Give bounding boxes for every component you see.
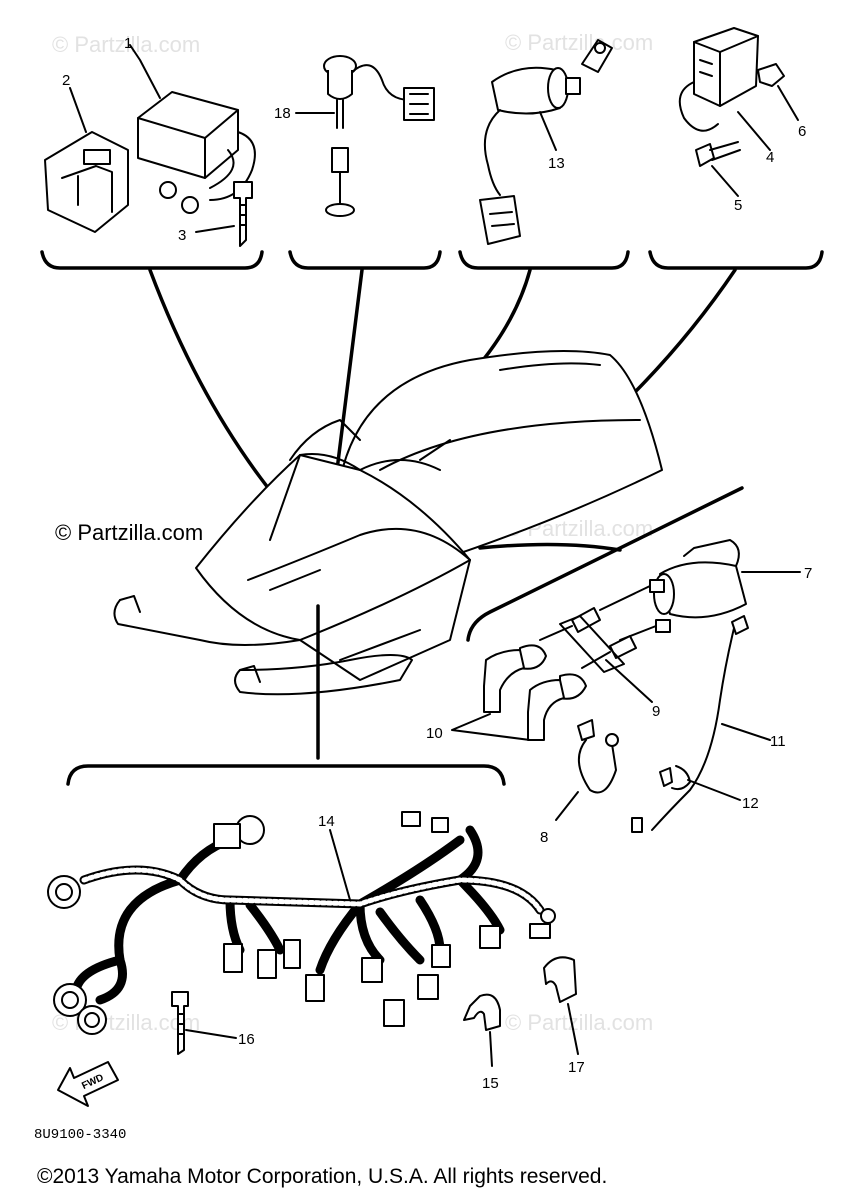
leader-8	[555, 791, 579, 821]
bracket-group-4	[648, 250, 824, 270]
watermark-main: © Partzilla.com	[55, 520, 203, 545]
leader-14	[329, 829, 351, 901]
leader-15	[489, 1031, 493, 1067]
clamp-17	[543, 956, 577, 1003]
cable-tie-16	[171, 991, 189, 1055]
leader-2	[69, 87, 87, 133]
drawing-code: 8U9100-3340	[34, 1127, 126, 1143]
bracket-harness	[66, 764, 506, 786]
label-4: 4	[766, 149, 774, 166]
label-13: 13	[548, 155, 565, 172]
label-9: 9	[652, 703, 660, 720]
leader-12	[687, 779, 741, 801]
wire-harness	[47, 811, 556, 1035]
bracket-group-1	[40, 250, 264, 270]
leader-6	[777, 85, 799, 121]
label-3: 3	[178, 227, 186, 244]
label-1: 1	[124, 35, 132, 52]
bracket-group-2	[288, 250, 442, 270]
leader-17	[567, 1003, 579, 1055]
label-18: 18	[274, 105, 291, 122]
label-2: 2	[62, 72, 70, 89]
label-6: 6	[798, 123, 806, 140]
snowmobile-body	[113, 350, 663, 696]
watermark-top-left: © Partzilla.com	[52, 32, 200, 57]
label-8: 8	[540, 829, 548, 846]
label-7: 7	[804, 565, 812, 582]
leader-13	[539, 111, 557, 151]
leader-11	[721, 723, 771, 741]
watermark-top-right: © Partzilla.com	[505, 30, 653, 55]
pointer-right	[478, 542, 622, 552]
label-11: 11	[770, 733, 786, 750]
clamp-15	[463, 993, 501, 1031]
copyright-notice: ©2013 Yamaha Motor Corporation, U.S.A. A…	[37, 1165, 607, 1188]
regulator-group	[678, 27, 785, 167]
watermark-bottom-right: © Partzilla.com	[505, 1010, 653, 1035]
label-10: 10	[426, 725, 443, 742]
leader-10	[451, 713, 531, 741]
leader-4	[737, 111, 771, 151]
switch-18-group	[323, 55, 435, 217]
bracket-right	[466, 486, 744, 642]
leader-16	[185, 1029, 237, 1039]
cdi-unit-group	[44, 91, 256, 247]
label-17: 17	[568, 1059, 585, 1076]
forward-arrow-icon: FWD	[57, 1061, 119, 1107]
leader-1	[129, 44, 161, 99]
main-switch-group	[479, 39, 613, 245]
label-16: 16	[238, 1031, 255, 1048]
leader-3	[195, 225, 235, 233]
leader-5	[711, 165, 739, 197]
label-14: 14	[318, 813, 335, 830]
label-15: 15	[482, 1075, 499, 1092]
label-5: 5	[734, 197, 742, 214]
bracket-group-3	[458, 250, 630, 270]
leader-9	[605, 659, 653, 703]
ignition-coil-group	[483, 539, 749, 833]
label-12: 12	[742, 795, 759, 812]
